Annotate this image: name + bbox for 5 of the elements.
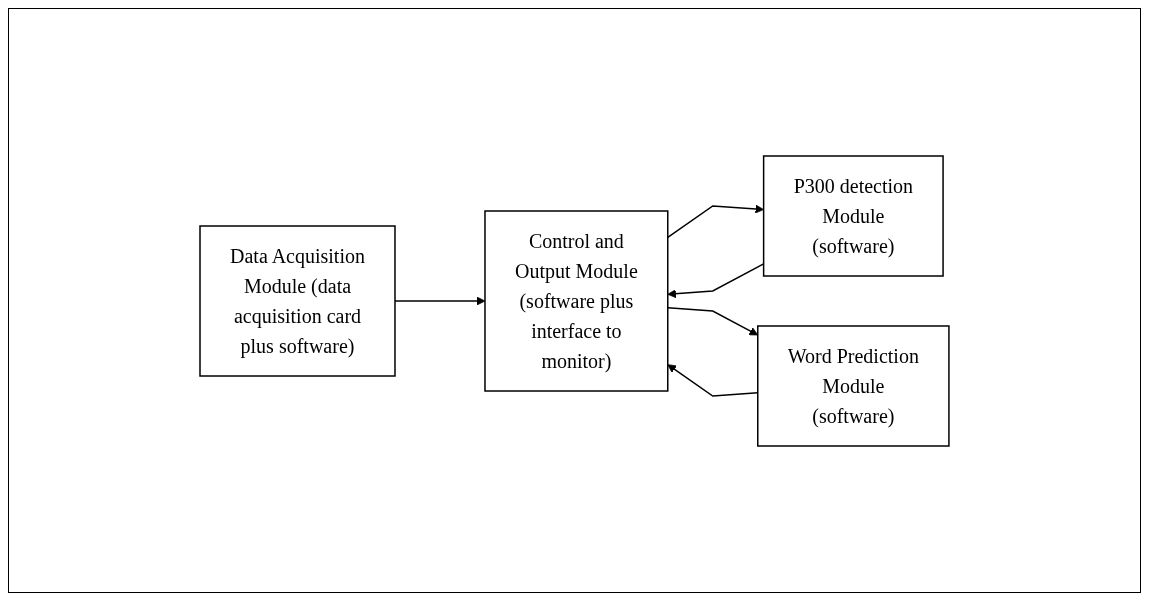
diagram-frame: Data Acquisition Module (data acquisition card plus software) Control and Output Module (software plus interface to monitor) P300 detection Module (software) Word Prediction Module (software): [8, 8, 1141, 593]
node-box: [757, 324, 950, 447]
node-box: [199, 224, 396, 377]
node-box: [762, 154, 944, 277]
node-box: [484, 209, 669, 392]
